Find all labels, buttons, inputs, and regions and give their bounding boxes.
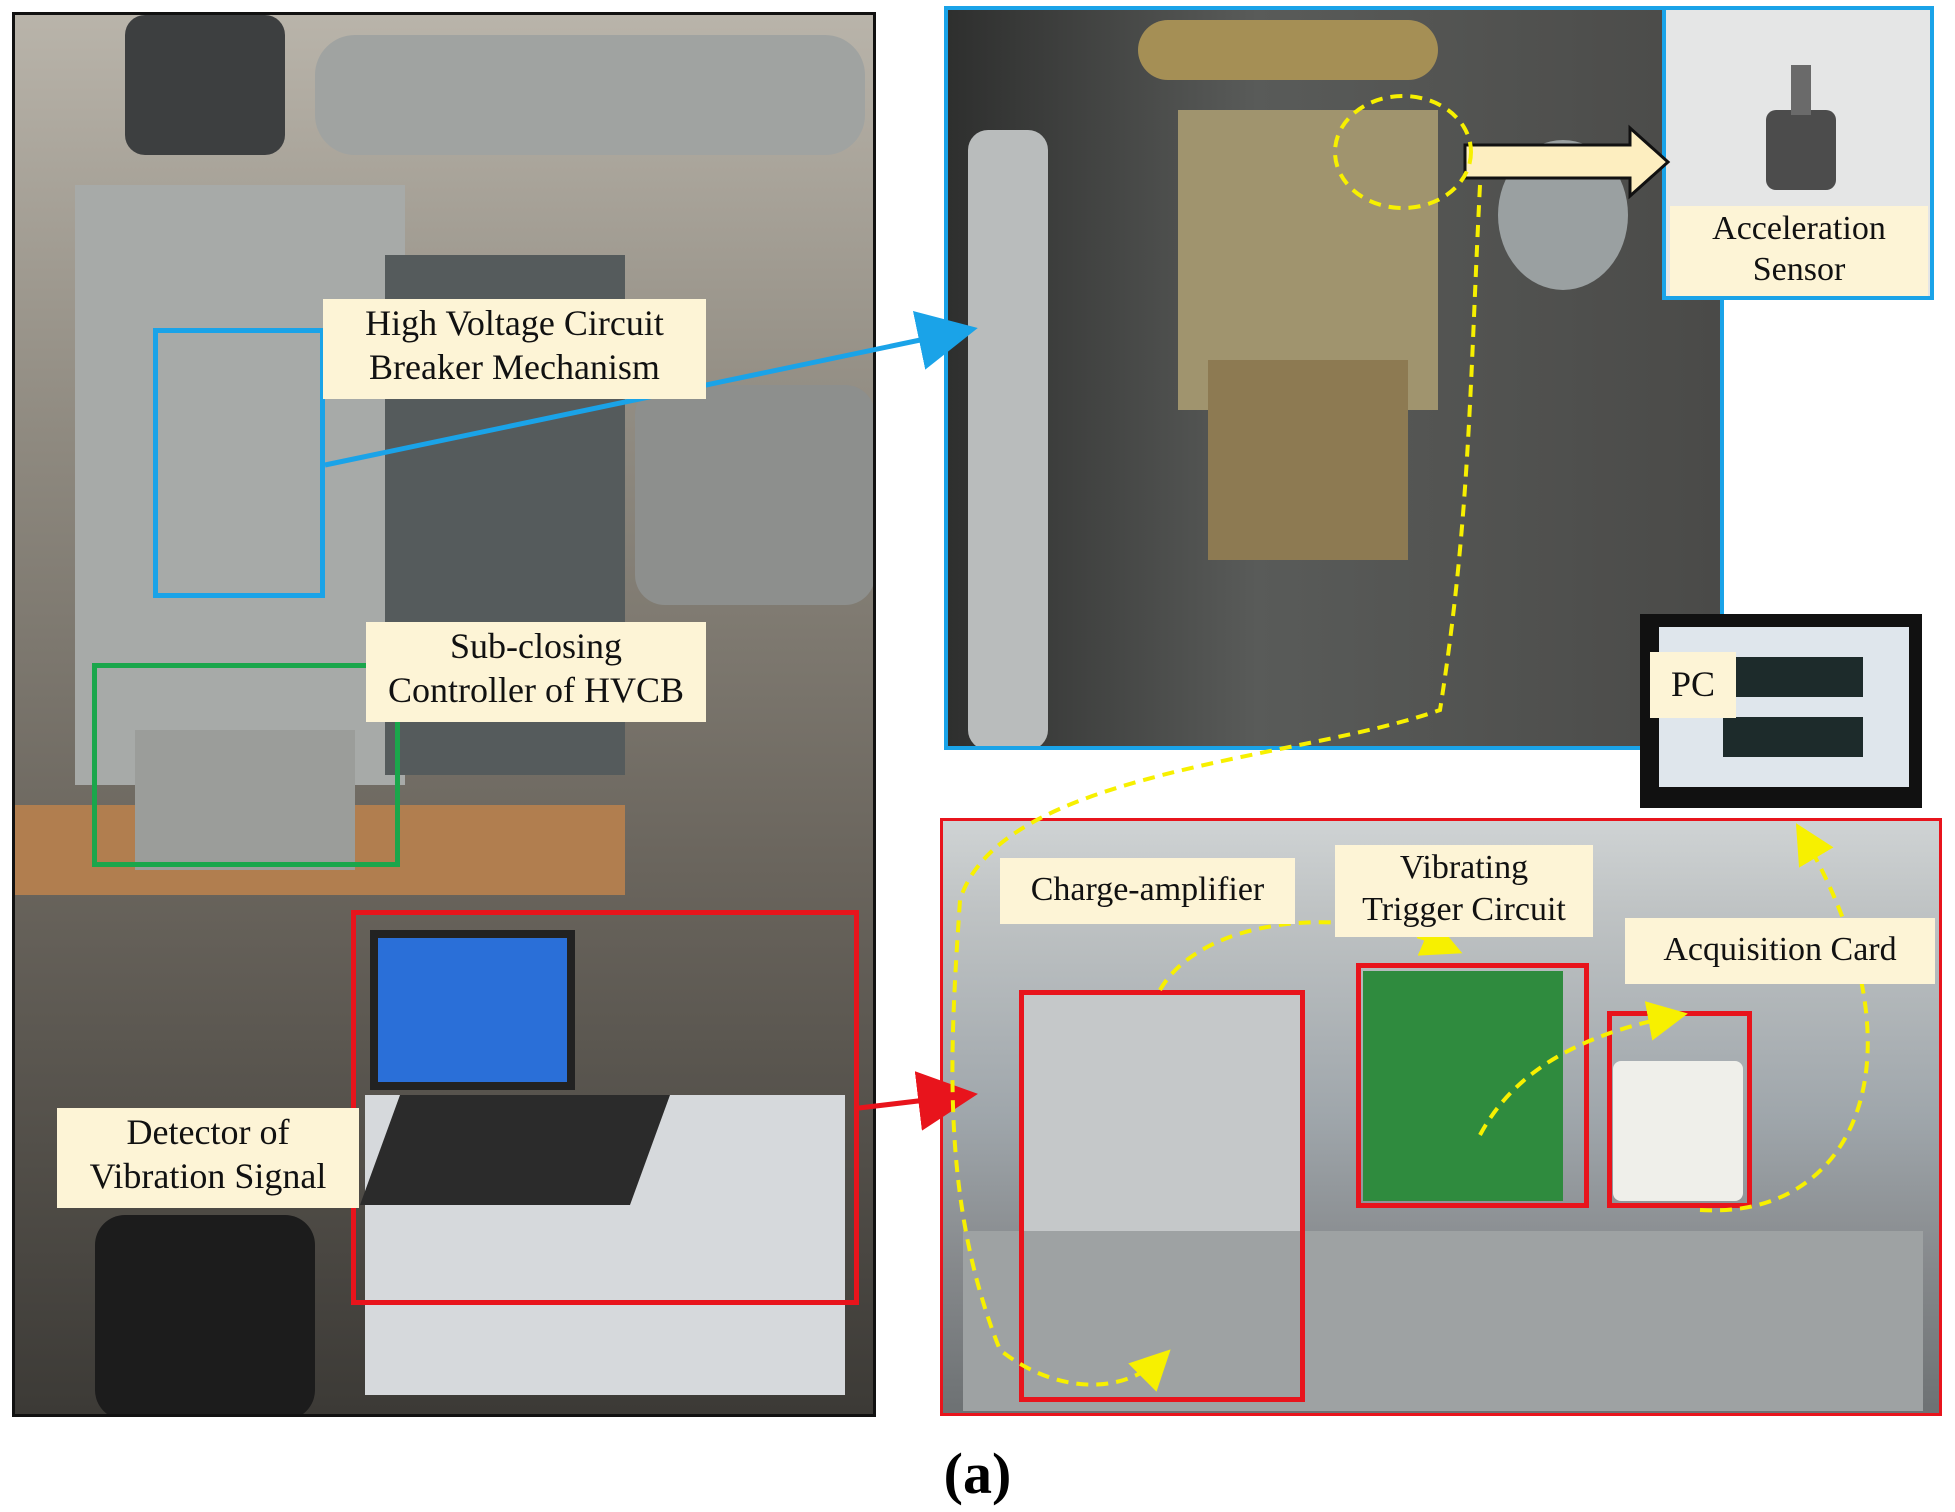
label-sub-closing-line1: Sub-closing [449,626,622,666]
label-acquisition-card: Acquisition Card [1625,918,1935,984]
hvcb-mechanism-highlight [153,328,325,598]
insulator-stack [125,15,285,155]
sensor-body [1766,110,1836,190]
mechanism-closeup-photo [944,6,1724,750]
laptop-screen [370,930,575,1090]
label-hvcb-mechanism-line1: High Voltage Circuit [365,303,664,343]
label-vibrating-line2: Trigger Circuit [1362,891,1566,928]
trigger-circuit-highlight [1356,963,1589,1208]
label-detector-line2: Vibration Signal [89,1156,327,1196]
sensor-block-arrow [1463,124,1671,200]
label-sub-closing-controller: Sub-closing Controller of HVCB [366,622,706,722]
figure-caption: (a) [943,1441,1012,1506]
charge-amplifier-highlight [1019,990,1305,1402]
rod [968,130,1048,746]
label-acceleration-line2: Sensor [1752,251,1846,288]
sensor-stud [1791,65,1811,115]
label-detector-line1: Detector of [126,1112,290,1152]
signal-path-sensor-to-amplifier [950,184,1482,1392]
pipes [315,35,865,155]
pc-plot-1 [1723,657,1863,697]
label-sub-closing-line2: Controller of HVCB [388,670,684,710]
backpack [95,1215,315,1414]
label-hvcb-mechanism-line2: Breaker Mechanism [369,347,660,387]
label-vibrating-trigger-circuit: Vibrating Trigger Circuit [1335,845,1593,937]
sub-closing-controller-highlight [92,663,400,867]
cable-coil-area [1023,991,1303,1261]
controller-box [135,730,355,870]
pc-plot-2 [1723,717,1863,757]
label-hvcb-mechanism: High Voltage Circuit Breaker Mechanism [323,299,706,399]
label-pc: PC [1650,652,1736,718]
label-detector: Detector of Vibration Signal [57,1108,359,1208]
breaker-cabinet [75,185,405,785]
red-connector-arrow [858,1071,978,1131]
label-acceleration-sensor: Acceleration Sensor [1670,206,1928,296]
signal-path-card-to-pc [1699,823,1870,1213]
tanks [635,385,873,605]
sensor-location-ellipse [1333,94,1473,210]
acquisition-card-device [1613,1061,1743,1201]
green-pcb [1363,971,1563,1201]
coil-body [1208,360,1408,560]
upper-flange [1138,20,1438,80]
label-charge-amplifier: Charge-amplifier [1000,858,1295,924]
detector-highlight [351,910,859,1305]
label-vibrating-line1: Vibrating [1399,849,1529,886]
label-acceleration-line1: Acceleration [1712,210,1886,247]
signal-path-trigger-to-card [1478,1001,1688,1136]
